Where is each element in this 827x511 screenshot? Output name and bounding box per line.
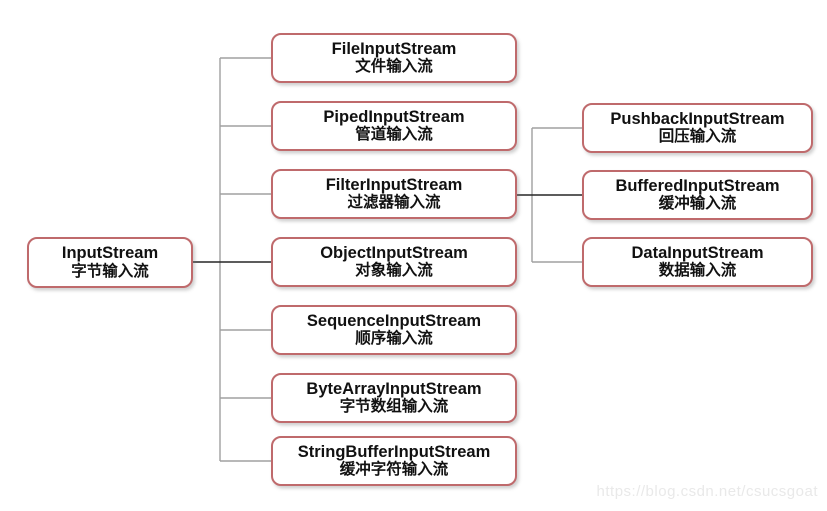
node-inputstream: InputStream 字节输入流 (27, 237, 193, 288)
node-bufferedinputstream: BufferedInputStream 缓冲输入流 (582, 170, 813, 220)
node-sequenceinputstream: SequenceInputStream 顺序输入流 (271, 305, 517, 355)
node-class-name: DataInputStream (631, 243, 764, 262)
node-stringbufferinputstream: StringBufferInputStream 缓冲字符输入流 (271, 436, 517, 486)
node-chinese-name: 缓冲字符输入流 (339, 461, 449, 479)
node-chinese-name: 字节数组输入流 (339, 398, 449, 416)
node-class-name: PushbackInputStream (610, 109, 785, 128)
node-fileinputstream: FileInputStream 文件输入流 (271, 33, 517, 83)
node-chinese-name: 顺序输入流 (355, 330, 433, 348)
node-filterinputstream: FilterInputStream 过滤器输入流 (271, 169, 517, 219)
node-objectinputstream: ObjectInputStream 对象输入流 (271, 237, 517, 287)
node-chinese-name: 数据输入流 (658, 262, 737, 280)
node-class-name: FileInputStream (331, 39, 457, 58)
node-class-name: InputStream (61, 244, 159, 263)
node-chinese-name: 回压输入流 (658, 128, 737, 146)
node-class-name: FilterInputStream (325, 175, 463, 194)
node-datainputstream: DataInputStream 数据输入流 (582, 237, 813, 287)
node-bytearrayinputstream: ByteArrayInputStream 字节数组输入流 (271, 373, 517, 423)
node-class-name: ObjectInputStream (320, 243, 468, 262)
node-chinese-name: 管道输入流 (355, 126, 433, 144)
node-chinese-name: 过滤器输入流 (347, 194, 441, 212)
node-class-name: BufferedInputStream (615, 176, 780, 195)
node-chinese-name: 缓冲输入流 (658, 195, 737, 213)
node-chinese-name: 对象输入流 (355, 262, 433, 280)
node-chinese-name: 文件输入流 (355, 58, 433, 76)
node-class-name: StringBufferInputStream (297, 442, 491, 461)
node-pushbackinputstream: PushbackInputStream 回压输入流 (582, 103, 813, 153)
node-class-name: SequenceInputStream (306, 311, 482, 330)
node-chinese-name: 字节输入流 (71, 262, 149, 280)
watermark-url: https://blog.csdn.net/csucsgoat (596, 483, 818, 500)
node-class-name: PipedInputStream (323, 107, 465, 126)
node-class-name: ByteArrayInputStream (306, 379, 482, 398)
node-pipedinputstream: PipedInputStream 管道输入流 (271, 101, 517, 151)
